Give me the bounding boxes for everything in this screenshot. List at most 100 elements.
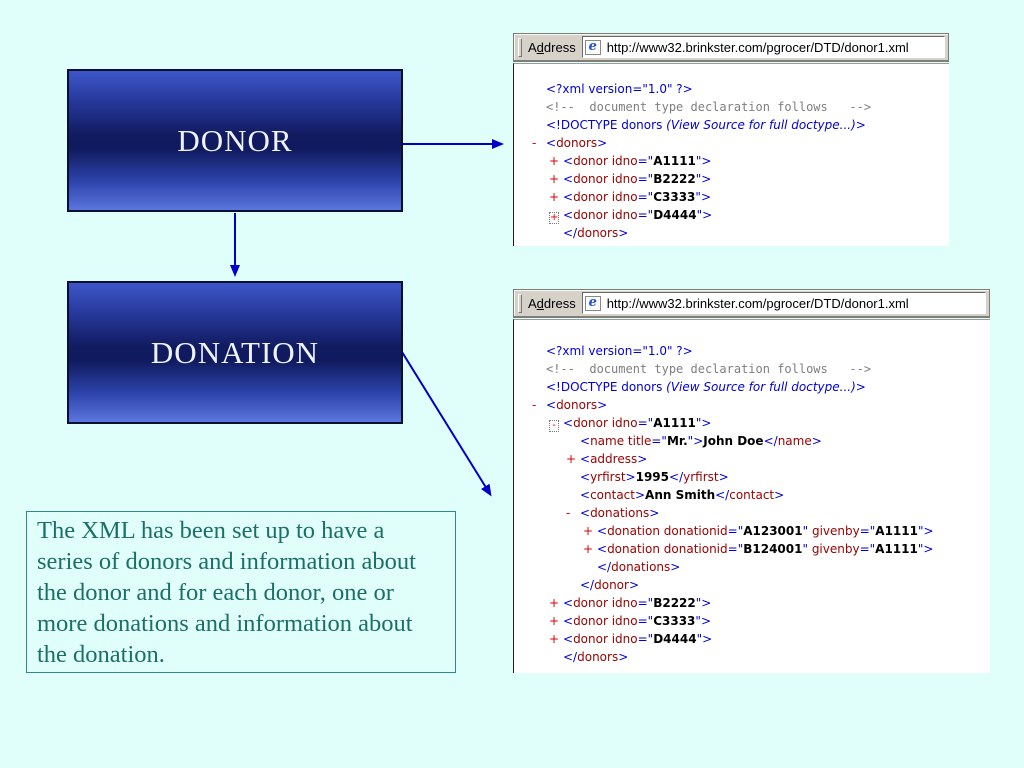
internet-explorer-logo-icon: e — [584, 295, 601, 311]
expand-toggle-icon[interactable]: + — [566, 452, 577, 466]
xml-line: <?xml version="1.0" ?> — [514, 342, 990, 360]
xml-segment: =" — [637, 172, 654, 186]
xml-line: </donors> — [514, 648, 990, 666]
xml-segment: > — [855, 380, 866, 394]
xml-segment: < — [580, 506, 591, 520]
expand-toggle-icon[interactable]: - — [566, 506, 571, 520]
xml-segment: C3333 — [653, 190, 696, 204]
xml-segment: donations — [611, 560, 671, 574]
xml-segment: donation donationid — [607, 542, 728, 556]
xml-segment: > — [618, 226, 629, 240]
xml-segment: donor idno — [573, 596, 638, 610]
xml-segment: "> — [917, 542, 934, 556]
xml-segment: name title — [590, 434, 652, 448]
expand-toggle-icon[interactable]: + — [549, 154, 560, 168]
xml-segment: < — [580, 434, 591, 448]
xml-segment: " — [802, 524, 812, 538]
xml-segment: </ — [563, 226, 578, 240]
xml-line: -<donations> — [514, 504, 990, 522]
expand-toggle-icon[interactable]: + — [549, 632, 560, 646]
xml-segment: =" — [637, 632, 654, 646]
explanation-note: The XML has been set up to have a series… — [26, 511, 456, 673]
xml-segment: =" — [637, 416, 654, 430]
xml-segment: " — [802, 542, 812, 556]
xml-segment: > — [855, 118, 866, 132]
xml-segment: "> — [687, 434, 704, 448]
expand-toggle-icon[interactable]: + — [549, 172, 560, 186]
xml-line: </donors> — [514, 224, 949, 242]
xml-segment: < — [597, 542, 608, 556]
xml-segment: (View Source for full doctype...) — [666, 380, 856, 394]
expand-toggle-icon[interactable]: + — [549, 190, 560, 204]
xml-segment: </ — [715, 488, 730, 502]
address-url-text: http://www32.brinkster.com/pgrocer/DTD/d… — [606, 295, 909, 311]
xml-segment: > — [670, 560, 681, 574]
xml-segment: < — [563, 154, 574, 168]
xml-segment: < — [546, 398, 557, 412]
xml-segment: "> — [695, 190, 711, 204]
xml-segment: < — [563, 208, 574, 222]
xml-segment: < — [563, 190, 574, 204]
address-bar: Address e http://www32.brinkster.com/pgr… — [513, 289, 990, 318]
xml-line: +<donation donationid="A123001" givenby=… — [514, 522, 990, 540]
xml-segment: <?xml version="1.0" ?> — [546, 82, 693, 96]
xml-segment: <!DOCTYPE donors — [546, 118, 667, 132]
xml-segment: > — [628, 578, 640, 592]
xml-segment: > — [597, 398, 608, 412]
xml-segment: John Doe — [703, 434, 764, 448]
address-url-text: http://www32.brinkster.com/pgrocer/DTD/d… — [606, 39, 909, 55]
xml-segment: =" — [637, 154, 654, 168]
xml-segment: D4444 — [653, 632, 697, 646]
expand-toggle-icon[interactable]: + — [549, 614, 560, 628]
expand-toggle-icon[interactable]: - — [532, 398, 537, 412]
xml-segment: "> — [696, 632, 713, 646]
xml-segment: givenby — [811, 524, 860, 538]
toolbar-grip-handle[interactable] — [518, 37, 522, 57]
xml-line: +<donor idno="B2222"> — [514, 170, 949, 188]
xml-segment: yrfirst — [590, 470, 626, 484]
xml-segment: =" — [637, 190, 654, 204]
xml-segment: donors — [577, 650, 619, 664]
address-input[interactable]: e http://www32.brinkster.com/pgrocer/DTD… — [581, 36, 945, 58]
browser-window-donors-collapsed: Address e http://www32.brinkster.com/pgr… — [513, 33, 949, 246]
xml-segment: "> — [695, 154, 712, 168]
toolbar-grip-handle[interactable] — [518, 293, 522, 313]
xml-segment: donor idno — [573, 632, 638, 646]
expand-toggle-icon[interactable]: + — [549, 596, 560, 610]
xml-segment: donors — [556, 398, 598, 412]
xml-segment: donor idno — [573, 208, 638, 222]
expand-toggle-icon[interactable]: - — [549, 420, 559, 432]
xml-segment: contact — [590, 488, 635, 502]
donor-entity-label: DONOR — [177, 122, 293, 158]
xml-segment: > — [811, 434, 822, 448]
xml-segment: address — [590, 452, 638, 466]
internet-explorer-logo-icon: e — [584, 39, 601, 55]
xml-segment: "> — [695, 614, 711, 628]
xml-segment: C3333 — [653, 614, 696, 628]
xml-segment: donor idno — [573, 190, 638, 204]
xml-line: <!DOCTYPE donors (View Source for full d… — [514, 116, 949, 134]
xml-segment: > — [625, 470, 636, 484]
xml-segment: donors — [577, 226, 619, 240]
xml-segment: =" — [859, 524, 876, 538]
address-label: Address — [528, 295, 576, 311]
expand-toggle-icon[interactable]: + — [549, 212, 559, 224]
xml-segment: 1995 — [635, 470, 670, 484]
xml-segment: < — [563, 614, 574, 628]
xml-segment: > — [634, 488, 646, 502]
xml-segment: Ann Smith — [645, 488, 716, 502]
xml-segment: <?xml version="1.0" ?> — [546, 344, 693, 358]
xml-segment: =" — [727, 524, 744, 538]
xml-segment: <!-- document type declaration follows -… — [546, 362, 872, 376]
xml-segment: =" — [637, 596, 654, 610]
donation-entity-label: DONATION — [150, 334, 320, 370]
address-input[interactable]: e http://www32.brinkster.com/pgrocer/DTD… — [581, 292, 986, 314]
xml-line: +<donor idno="C3333"> — [514, 188, 949, 206]
xml-segment: > — [774, 488, 785, 502]
xml-segment: < — [563, 172, 574, 186]
arrow-donation-to-window2 — [401, 351, 492, 497]
expand-toggle-icon[interactable]: - — [532, 136, 537, 150]
expand-toggle-icon[interactable]: + — [583, 524, 594, 538]
expand-toggle-icon[interactable]: + — [583, 542, 594, 556]
